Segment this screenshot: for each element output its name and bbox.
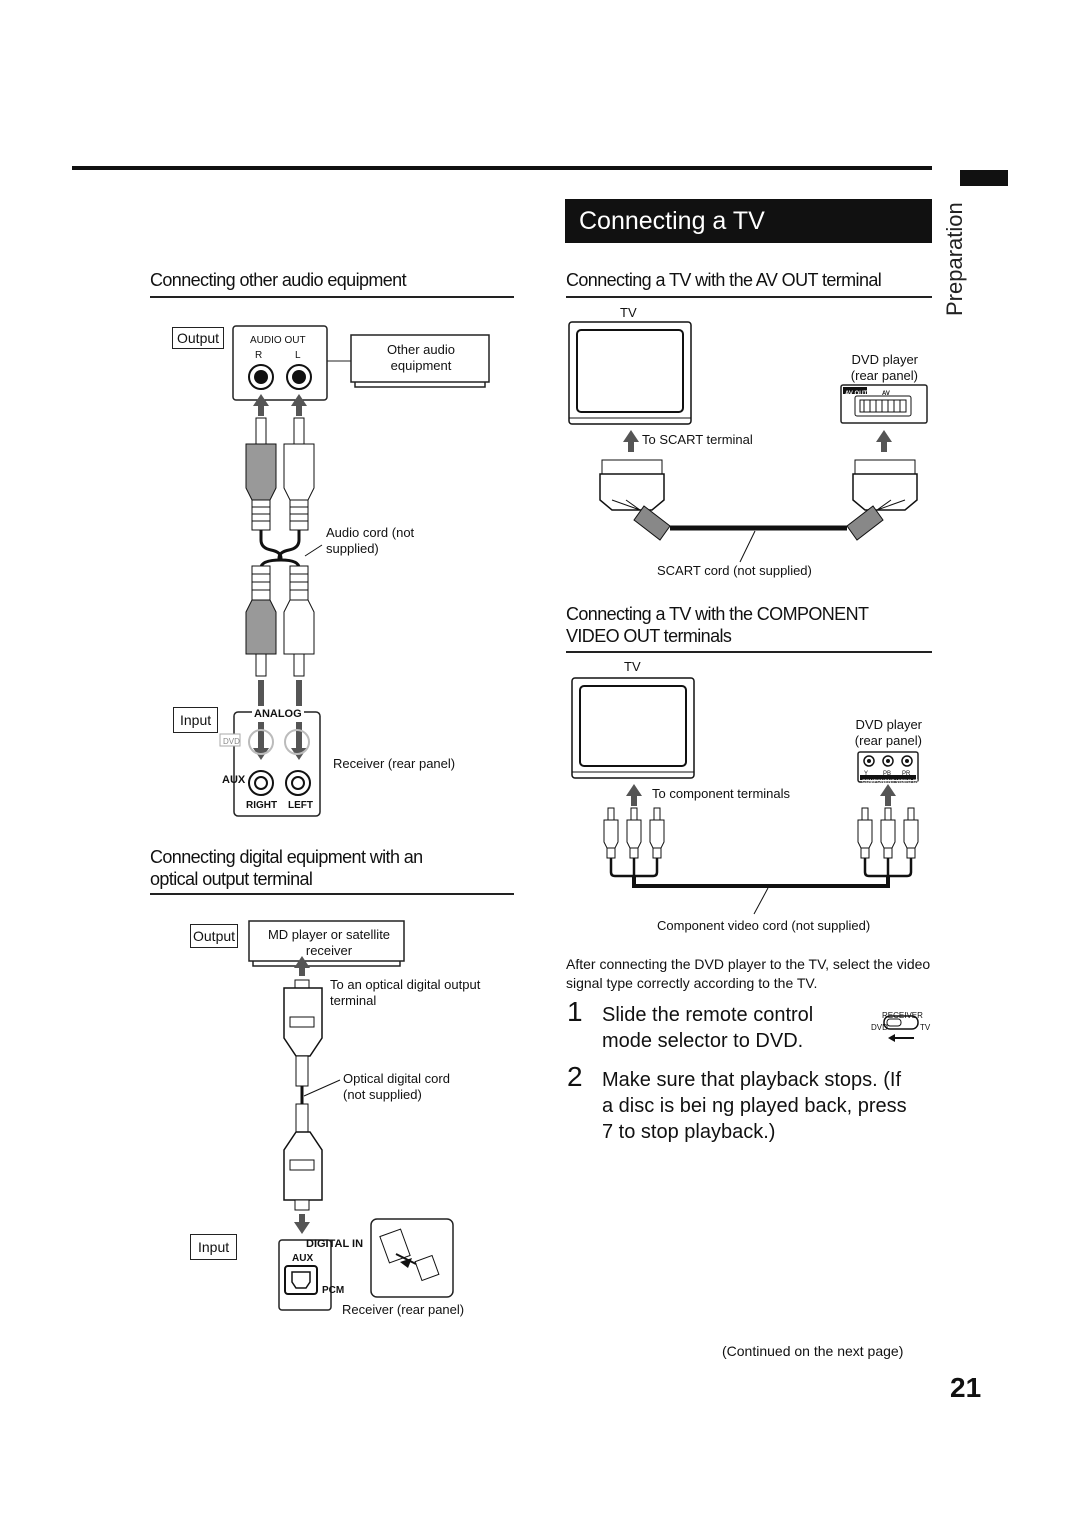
- av-player-label: DVD player (rear panel): [850, 352, 918, 383]
- step-2-number: 2: [567, 1061, 583, 1092]
- continued-note: (Continued on the next page): [722, 1343, 904, 1359]
- component-heading-line2: VIDEO OUT terminals: [566, 626, 732, 646]
- component-heading-line1: Connecting a TV with the COMPONENT: [566, 604, 869, 624]
- component-y-label: Y: [864, 771, 869, 777]
- component-player-label: DVD player (rear panel): [854, 717, 922, 748]
- audio-out-l: L: [295, 350, 301, 361]
- switch-dvd-label: DVD: [871, 1023, 888, 1032]
- component-pb-label: PB: [883, 771, 892, 777]
- av-tv-label: TV: [620, 305, 637, 320]
- digital-input-label: Input: [190, 1234, 238, 1260]
- av-heading-rule: [566, 296, 932, 298]
- audio-heading: Connecting other audio equipment: [150, 270, 407, 290]
- component-pr-label: PR: [902, 771, 911, 777]
- digital-in-label: DIGITAL IN: [306, 1238, 364, 1250]
- aux-label: AUX: [222, 774, 246, 786]
- digital-cord-label: Optical digital cord (not supplied): [343, 1071, 450, 1102]
- switch-tv-label: TV: [920, 1023, 931, 1032]
- scart-cord-label: SCART cord (not supplied): [657, 563, 812, 578]
- page-title: Connecting a TV: [565, 199, 932, 243]
- audio-input-label: Input: [173, 707, 219, 733]
- audio-cord-label: Audio cord (not supplied): [326, 525, 415, 556]
- top-rule: [72, 166, 932, 170]
- digital-output-label: Output: [190, 924, 239, 948]
- audio-heading-rule: [150, 296, 514, 298]
- component-tv-label: TV: [624, 659, 641, 674]
- pcm-label: PCM: [322, 1285, 345, 1296]
- digital-device-label: MD player or satellite receiver: [267, 927, 391, 958]
- switch-receiver-label: RECEIVER: [882, 1011, 923, 1020]
- dvd-label: DVD: [223, 737, 240, 746]
- audio-output-label: Output: [172, 327, 225, 349]
- section-tab-marker: [960, 170, 1008, 186]
- digital-heading-line1: Connecting digital equipment with an: [150, 847, 423, 867]
- av-heading: Connecting a TV with the AV OUT terminal: [566, 270, 882, 290]
- av-label: AV: [882, 391, 890, 397]
- left-label: LEFT: [288, 800, 313, 811]
- step-1-number: 1: [567, 996, 583, 1027]
- component-panel-label: COMPONENT VIDEO OUT: [862, 779, 924, 785]
- page-number: 21: [950, 1372, 982, 1403]
- digital-receiver-label: Receiver (rear panel): [342, 1302, 465, 1317]
- step-2-text: Make sure that playback stops. (If a dis…: [602, 1069, 907, 1143]
- av-to-scart: To SCART terminal: [642, 432, 753, 447]
- av-out-label: AV OUT: [845, 391, 868, 397]
- step-1-text: Slide the remote control mode selector t…: [602, 1004, 814, 1052]
- audio-receiver-label: Receiver (rear panel): [333, 756, 456, 771]
- right-label: RIGHT: [246, 800, 278, 811]
- digital-heading-line2: optical output terminal: [150, 869, 313, 889]
- digital-aux-label: AUX: [292, 1253, 314, 1264]
- digital-to-terminal: To an optical digital output terminal: [330, 977, 481, 1008]
- audio-out-r: R: [255, 350, 263, 361]
- component-to-terminals: To component terminals: [652, 786, 791, 801]
- digital-heading-rule: [150, 893, 514, 895]
- component-heading-rule: [566, 651, 932, 653]
- audio-out-label: AUDIO OUT: [250, 335, 306, 346]
- instructions-intro: After connecting the DVD player to the T…: [566, 956, 931, 991]
- analog-label: ANALOG: [252, 706, 304, 722]
- component-cord-label: Component video cord (not supplied): [657, 918, 871, 933]
- audio-device-label: Other audio equipment: [387, 342, 455, 373]
